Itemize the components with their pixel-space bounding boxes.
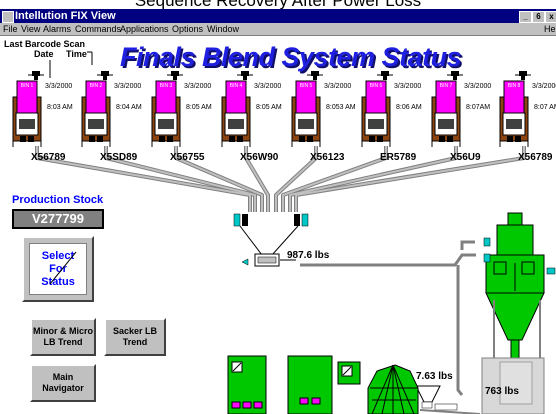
bin-label: BIN 2: [89, 83, 103, 89]
bin-label: BIN 6: [369, 83, 383, 89]
select-for-status-face: Select For Status: [29, 243, 87, 295]
bin-station-3: BIN 3 3/3/2000 8:05 AM: [150, 71, 218, 167]
bin-hopper[interactable]: [365, 80, 387, 114]
time-header: Time: [66, 49, 87, 59]
minor-micro-trend-button[interactable]: Minor & Micro LB Trend: [30, 318, 96, 356]
sacker-trend-button[interactable]: Sacker LB Trend: [104, 318, 166, 356]
app-icon: [2, 11, 14, 23]
bin-graphic: [499, 71, 531, 147]
bin-scan-time: 8:053 AM: [326, 104, 356, 111]
micro-ingredient-cabinets: [227, 355, 361, 414]
menu-options[interactable]: Options: [172, 24, 204, 34]
menu-view[interactable]: View: [21, 24, 41, 34]
bin-graphic: [291, 71, 323, 147]
bin-station-2: BIN 2 3/3/2000 8:04 AM: [80, 71, 148, 167]
bin-label: BIN 4: [229, 83, 243, 89]
bin-scan-date: 3/3/2000: [114, 83, 142, 90]
main-scale: [241, 253, 296, 267]
bin-scan-date: 3/3/2000: [45, 83, 73, 90]
bin-station-5: BIN 5 3/3/2000 8:053 AM: [290, 71, 358, 167]
bin-scan-time: 8:05 AM: [256, 104, 282, 111]
bin-station-6: BIN 6 3/3/2000 8:06 AM: [360, 71, 428, 167]
menu-commands[interactable]: Commands: [75, 24, 122, 34]
bin-station-4: BIN 4 3/3/2000 8:05 AM: [220, 71, 288, 167]
bin-graphic: [81, 71, 113, 147]
bin-barcode: ER5789: [380, 152, 417, 163]
bin-graphic: [12, 71, 44, 147]
select-for-status-button[interactable]: Select For Status: [22, 236, 94, 302]
page-title: Finals Blend System Status: [120, 42, 462, 72]
bin-barcode: X56789: [31, 152, 66, 163]
production-stock-id: V277799: [12, 209, 104, 229]
bin-scan-time: 8:07AM: [466, 104, 491, 111]
bin-hopper[interactable]: [85, 80, 107, 114]
bin-scan-date: 3/3/2000: [394, 83, 422, 90]
manifold-valves: [233, 213, 309, 256]
bin-scan-time: 8:03 AM: [47, 104, 73, 111]
date-header: Date: [34, 49, 54, 59]
bin-scan-date: 3/3/2000: [184, 83, 212, 90]
bin-graphic: [361, 71, 393, 147]
bin-label: BIN 3: [159, 83, 173, 89]
transfer-pipe: [300, 240, 476, 396]
bin-hopper[interactable]: [155, 80, 177, 114]
bin-hopper[interactable]: [225, 80, 247, 114]
sacker-ports: [483, 237, 556, 275]
menu-bar: File View Alarms Commands Applications O…: [0, 23, 556, 36]
bin-scan-time: 8:06 AM: [396, 104, 422, 111]
select-label: Select: [41, 250, 75, 262]
bin-label: BIN 5: [299, 83, 313, 89]
status-label: Status: [41, 276, 75, 288]
menu-window[interactable]: Window: [207, 24, 240, 34]
bin-scan-date: 3/3/2000: [254, 83, 282, 90]
window-title: Intellution FIX View: [15, 10, 116, 22]
bin-scan-date: 3/3/2000: [324, 83, 352, 90]
bin-scan-date: 3/3/2000: [464, 83, 492, 90]
sacker-weight: 763 lbs: [485, 386, 519, 397]
menu-applications[interactable]: Applications: [120, 24, 169, 34]
bin-barcode: X56W90: [240, 152, 279, 163]
overlay-caption: Sequence Recovery After Power Loss: [0, 0, 556, 9]
bin-station-7: BIN 7 3/3/2000 8:07AM: [430, 71, 498, 167]
sacker-unit: [485, 212, 545, 367]
production-stock-title: Production Stock: [12, 194, 104, 206]
header-pointer-lines: [49, 51, 93, 78]
bin-hopper[interactable]: [16, 80, 38, 114]
maximize-button[interactable]: 6: [532, 11, 545, 23]
bin-label: BIN 7: [439, 83, 453, 89]
bin-station-1: BIN 1 3/3/2000 8:03 AM: [11, 71, 79, 167]
window-title-bar: Intellution FIX View _ 6 x: [0, 9, 556, 23]
bin-barcode: X56U9: [450, 152, 481, 163]
main-scale-weight: 987.6 lbs: [287, 250, 330, 261]
small-scale-weight: 7.63 lbs: [416, 371, 453, 382]
main-navigator-button[interactable]: Main Navigator: [30, 364, 96, 402]
bin-graphic: [221, 71, 253, 147]
menu-alarms[interactable]: Alarms: [43, 24, 72, 34]
bin-scan-time: 8:04 AM: [116, 104, 142, 111]
menu-help[interactable]: He: [544, 24, 556, 34]
bin-scan-time: 8:05 AM: [186, 104, 212, 111]
bin-barcode: X5SD89: [100, 152, 138, 163]
bin-barcode: X56755: [170, 152, 205, 163]
bin-graphic: [151, 71, 183, 147]
bin-label: BIN 8: [507, 83, 521, 89]
bin-graphic: [431, 71, 463, 147]
bin-label: BIN 1: [20, 83, 34, 89]
close-button[interactable]: x: [545, 11, 556, 23]
small-hopper: [409, 385, 481, 414]
menu-file[interactable]: File: [3, 24, 18, 34]
bin-scan-time: 8:07 AM: [534, 104, 556, 111]
bin-station-8: BIN 8 3/3/2000 8:07 AM: [498, 71, 556, 167]
bin-hopper[interactable]: [503, 80, 525, 114]
minimize-button[interactable]: _: [519, 11, 532, 23]
bin-scan-date: 3/3/2000: [532, 83, 556, 90]
rotary-table: [367, 364, 419, 414]
for-label: For: [49, 263, 67, 275]
bin-barcode: X56789: [518, 152, 553, 163]
bin-hopper[interactable]: [295, 80, 317, 114]
bin-hopper[interactable]: [435, 80, 457, 114]
last-scan-label: Last Barcode Scan: [4, 39, 86, 49]
bin-barcode: X56123: [310, 152, 345, 163]
